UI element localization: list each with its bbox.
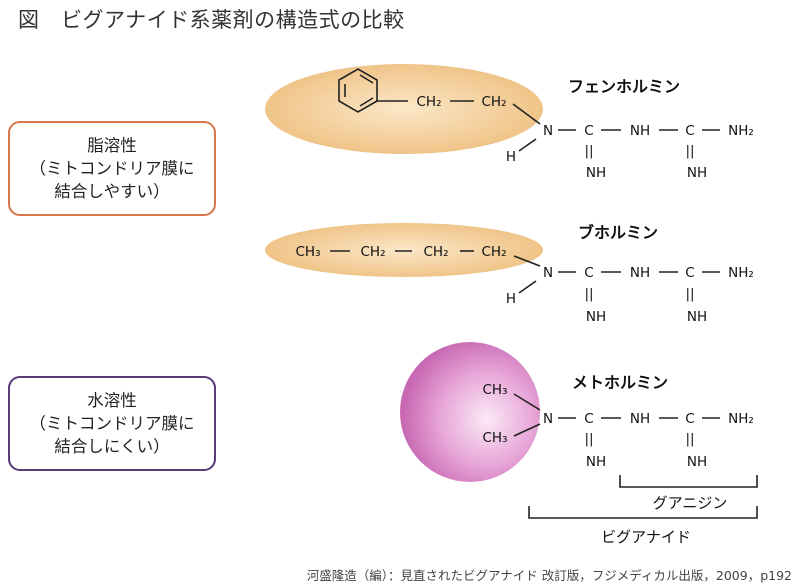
ch2-label: CH₂ xyxy=(417,94,442,110)
carbon-label: C xyxy=(685,411,694,427)
double-bond-label: || xyxy=(584,431,593,447)
double-bond-label: || xyxy=(584,143,593,159)
imino-label: NH xyxy=(586,454,606,470)
buformin-lipophilic-shape xyxy=(265,223,543,277)
water-soluble-note-line1: （ミトコンドリア膜に xyxy=(29,414,195,433)
double-bond-label: || xyxy=(685,143,694,159)
nitrogen-label: N xyxy=(543,411,553,427)
double-bond-label: || xyxy=(584,286,593,302)
carbon-label: C xyxy=(685,265,694,281)
fat-soluble-note-line2: 結合しやすい） xyxy=(54,182,170,201)
ch2-label: CH₂ xyxy=(482,94,507,110)
biguanide-label: ビグアナイド xyxy=(601,528,691,546)
nitrogen-label: N xyxy=(543,265,553,281)
imino-label: NH xyxy=(687,454,707,470)
imino-label: NH xyxy=(687,309,707,325)
guanidine-bracket xyxy=(619,475,758,488)
double-bond-label: || xyxy=(685,431,694,447)
ch2-label: CH₂ xyxy=(424,244,449,260)
water-soluble-heading: 水溶性 xyxy=(87,391,137,410)
guanidine-label: グアニジン xyxy=(653,494,728,512)
imino-label: NH xyxy=(586,165,606,181)
metformin-hydrophilic-sphere xyxy=(400,342,540,482)
hydrogen-label: H xyxy=(506,291,516,307)
figure-title: 図 ビグアナイド系薬剤の構造式の比較 xyxy=(18,8,405,32)
carbon-label: C xyxy=(584,123,593,139)
fat-soluble-note-line1: （ミトコンドリア膜に xyxy=(29,159,195,178)
ch3-label: CH₃ xyxy=(483,382,508,398)
fat-soluble-box: 脂溶性 （ミトコンドリア膜に 結合しやすい） xyxy=(8,121,216,216)
hydrogen-label: H xyxy=(506,149,516,165)
fat-soluble-heading: 脂溶性 xyxy=(87,136,137,155)
phenformin-name: フェンホルミン xyxy=(568,77,681,96)
buformin-name: ブホルミン xyxy=(578,223,659,242)
water-soluble-box: 水溶性 （ミトコンドリア膜に 結合しにくい） xyxy=(8,376,216,471)
imino-label: NH xyxy=(630,123,650,139)
ch3-label: CH₃ xyxy=(296,244,321,260)
amino-label: NH₂ xyxy=(728,123,754,139)
imino-label: NH xyxy=(586,309,606,325)
biguanide-bracket xyxy=(528,506,758,519)
phenformin-lipophilic-shape xyxy=(265,64,543,154)
imino-label: NH xyxy=(687,165,707,181)
carbon-label: C xyxy=(584,411,593,427)
ch2-label: CH₂ xyxy=(361,244,386,260)
ch2-label: CH₂ xyxy=(482,244,507,260)
carbon-label: C xyxy=(685,123,694,139)
amino-label: NH₂ xyxy=(728,265,754,281)
double-bond-label: || xyxy=(685,286,694,302)
carbon-label: C xyxy=(584,265,593,281)
metformin-name: メトホルミン xyxy=(572,373,669,392)
ch3-label: CH₃ xyxy=(483,430,508,446)
nitrogen-label: N xyxy=(543,123,553,139)
amino-label: NH₂ xyxy=(728,411,754,427)
imino-label: NH xyxy=(630,265,650,281)
benzene-ring xyxy=(338,68,378,113)
water-soluble-note-line2: 結合しにくい） xyxy=(54,437,170,456)
imino-label: NH xyxy=(630,411,650,427)
citation: 河盛隆造（編）：見直されたビグアナイド 改訂版，フジメディカル出版，2009，p… xyxy=(306,568,792,583)
